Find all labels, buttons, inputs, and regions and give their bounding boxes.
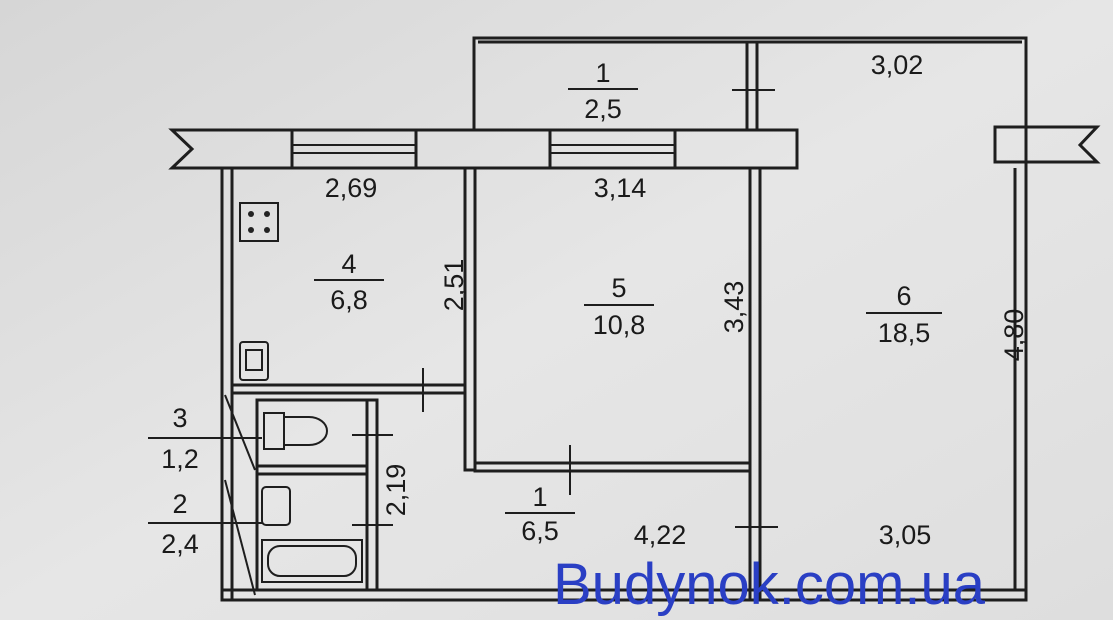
dim-kitchen-depth: 2,51 <box>439 259 469 312</box>
room-5-label: 5 10,8 <box>584 273 654 340</box>
room-bathroom-label: 2 2,4 <box>148 489 262 559</box>
dim-hall-length: 4,22 <box>634 520 687 550</box>
room-area: 10,8 <box>593 310 646 340</box>
dim-room5-depth: 3,43 <box>719 281 749 334</box>
stove-icon <box>239 202 279 242</box>
room-area: 6,8 <box>330 285 368 315</box>
watermark: Budynok.com.ua <box>553 552 986 617</box>
room-number: 4 <box>341 249 356 279</box>
room-number: 6 <box>896 281 911 311</box>
room-area: 2,5 <box>584 94 622 124</box>
fixtures <box>239 202 363 583</box>
room-number: 1 <box>532 482 547 512</box>
room-number: 5 <box>611 273 626 303</box>
window-kitchen <box>290 128 418 170</box>
dim-room6-depth: 4,80 <box>999 309 1029 362</box>
room-balcony-label: 1 2,5 <box>568 58 638 124</box>
room-area: 18,5 <box>878 318 931 348</box>
room-hall-label: 1 6,5 <box>505 482 575 546</box>
room-area: 2,4 <box>161 529 199 559</box>
dim-balcony-width: 3,02 <box>871 50 924 80</box>
dim-bath-depth: 2,19 <box>381 464 411 517</box>
room-toilet-label: 3 1,2 <box>148 403 262 474</box>
room-number: 1 <box>595 58 610 88</box>
room-labels: 1 2,5 4 6,8 5 10,8 6 18,5 3 1,2 2 2,4 <box>148 58 942 559</box>
room-number: 3 <box>172 403 187 433</box>
room-kitchen-label: 4 6,8 <box>314 249 384 315</box>
kitchen-sink-icon <box>239 341 269 381</box>
dim-room5-width: 3,14 <box>594 173 647 203</box>
dimension-labels: 3,02 2,69 3,14 2,51 3,43 4,80 2,19 4,22 … <box>325 50 1029 550</box>
window-room5 <box>548 128 677 170</box>
room-area: 1,2 <box>161 444 199 474</box>
toilet-icon <box>263 412 328 450</box>
room-number: 2 <box>172 489 187 519</box>
dim-kitchen-width: 2,69 <box>325 173 378 203</box>
bathtub-icon <box>261 539 363 583</box>
walls <box>168 36 1101 602</box>
room-6-label: 6 18,5 <box>866 281 942 348</box>
room-area: 6,5 <box>521 516 559 546</box>
washbasin-icon <box>261 486 291 526</box>
dim-room6-bottom: 3,05 <box>879 520 932 550</box>
